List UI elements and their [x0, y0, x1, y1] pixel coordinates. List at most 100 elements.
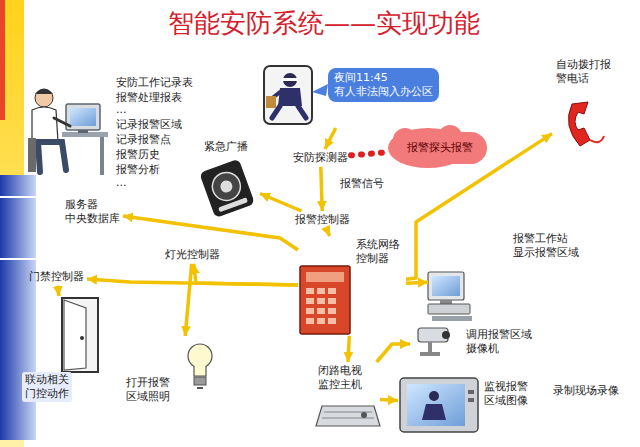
- network-controller-panel: [328, 308, 336, 314]
- door-icon: [62, 298, 98, 372]
- note-label: 记录报警区域: [116, 118, 182, 131]
- flow-arrow: [260, 194, 301, 211]
- signal-dots: [351, 152, 390, 155]
- auto-dial-node: 自动拨打报 警电话: [552, 58, 634, 156]
- side-bars: [0, 258, 36, 260]
- phone-icon: [568, 102, 604, 146]
- node-text: 系统网络 控制器: [356, 238, 400, 266]
- intruder-figure: [278, 88, 302, 106]
- light-bulb: [194, 377, 206, 385]
- monitor-icon: [429, 391, 439, 401]
- node-text: 闭路电视 监控主机: [318, 364, 362, 392]
- speaker-icon: [208, 169, 244, 205]
- light-controller: 灯光控制器: [162, 246, 223, 264]
- alarm-cloud: 报警探头报警: [390, 130, 490, 166]
- door-icon: [64, 300, 86, 370]
- operator-figure: [78, 130, 88, 133]
- node-text: 打开报警 区域照明: [126, 376, 170, 404]
- network-controller-panel: [306, 288, 314, 294]
- camera-node: 调用报警区域 摄像机: [410, 322, 560, 366]
- alarm-event-bubble: 夜间11:45 有人非法闯入办公区: [262, 60, 444, 128]
- phone-icon: [590, 136, 604, 142]
- access-controller: 门禁控制器: [26, 268, 87, 286]
- speaker-icon: [218, 197, 248, 212]
- operator-figure: [28, 89, 108, 175]
- note-label: ...: [116, 176, 127, 189]
- speaker-icon: [199, 159, 255, 218]
- door-icon: [80, 336, 84, 340]
- intruder-figure: [312, 84, 328, 96]
- workstation-computer: [432, 316, 472, 321]
- node-text: 灯光控制器: [165, 248, 220, 262]
- edge-label: 报警信号: [338, 176, 386, 191]
- camera-icon: [420, 352, 440, 356]
- node-text: 报警探头报警: [393, 132, 487, 164]
- camera-icon: [418, 328, 450, 356]
- node-text: 联动相关 门控动作: [22, 372, 72, 402]
- flow-arrow: [321, 167, 322, 211]
- light-bulb: [197, 387, 203, 389]
- network-controller-panel: [317, 298, 325, 304]
- monitor-icon: [468, 390, 474, 394]
- flow-arrow: [325, 128, 336, 149]
- side-bars: [0, 196, 36, 198]
- network-controller-panel: [328, 298, 336, 304]
- lighting-node: 打开报警 区域照明: [124, 336, 240, 406]
- intruder-figure: [266, 96, 276, 108]
- speaker-icon: [199, 159, 255, 218]
- monitor-icon: [468, 398, 474, 402]
- workstation-computer: [428, 272, 472, 321]
- flow-arrow: [406, 282, 428, 283]
- light-bulb: [188, 344, 212, 388]
- server-node: 服务器 中央数据库: [62, 196, 123, 228]
- node-text: 夜间11:45 有人非法闯入办公区: [328, 68, 439, 102]
- operator-figure: [70, 108, 96, 126]
- monitor-icon: [422, 404, 446, 420]
- network-controller-panel: [300, 266, 350, 334]
- workstation-computer: [440, 300, 452, 304]
- side-bars: [0, 0, 5, 120]
- network-controller-panel: [306, 272, 344, 282]
- node-text: 紧急广播: [204, 140, 248, 154]
- node-text: 监视报警 区域图像: [484, 380, 528, 408]
- cctv-keyboard: [322, 412, 374, 418]
- network-controller-panel: [306, 318, 314, 324]
- alarm-workstation: 报警工作站 显示报警区域: [428, 232, 593, 324]
- broadcast-node: 紧急广播: [196, 140, 260, 220]
- network-controller-panel: [306, 308, 314, 314]
- operator-figure: [28, 138, 36, 172]
- node-text: 门禁控制器: [29, 270, 84, 284]
- node-text: 服务器 中央数据库: [65, 198, 120, 226]
- monitor-icon: [400, 378, 478, 432]
- flow-arrow: [348, 336, 349, 362]
- network-controller-panel: [317, 308, 325, 314]
- cctv-keyboard: [361, 412, 367, 418]
- operator-figure: [35, 89, 53, 94]
- intruder-figure: [264, 66, 328, 124]
- note-label: 录制现场录像: [553, 384, 619, 397]
- speaker-icon: [199, 159, 255, 218]
- operator-figure: [35, 89, 53, 107]
- flow-arrow: [377, 344, 410, 362]
- cctv-keyboard: [316, 406, 380, 426]
- workstation-computer: [432, 276, 460, 296]
- door-icon: [62, 298, 98, 372]
- flow-arrow: [380, 398, 398, 402]
- flow-arrow: [326, 229, 329, 236]
- camera-icon: [428, 342, 432, 352]
- intruder-figure: [272, 106, 306, 118]
- speaker-icon: [219, 179, 234, 194]
- monitor-icon: [400, 378, 478, 432]
- note-label: 报警分析: [116, 163, 160, 176]
- network-controller: 系统网络 控制器: [298, 236, 406, 336]
- intruder-figure: [283, 73, 297, 87]
- alarm-controller: 报警控制器: [292, 211, 353, 229]
- node-text: 安防探测器: [293, 151, 348, 165]
- flow-arrow: [58, 286, 59, 296]
- network-controller-panel: [306, 298, 314, 304]
- flow-arrow: [123, 216, 298, 250]
- flow-arrow: [194, 264, 298, 285]
- note-label: 记录报警点: [116, 133, 171, 146]
- door-action-node: 联动相关 门控动作: [20, 296, 112, 404]
